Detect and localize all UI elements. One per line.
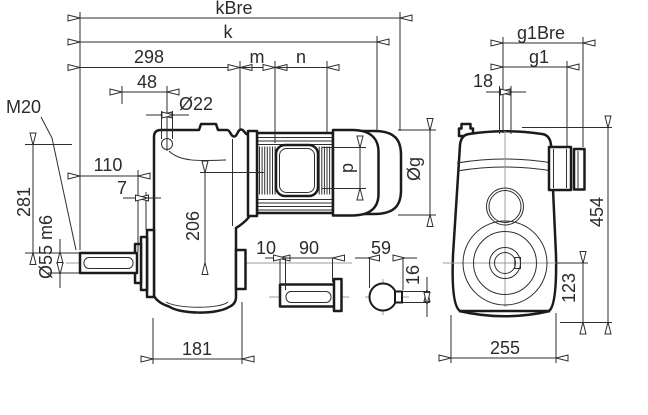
dim-label-10: 10 <box>256 238 276 258</box>
dim-298: 298 <box>67 47 253 72</box>
input-boss-outer <box>486 187 524 226</box>
dim-label-dia55: Ø55 m6 <box>36 215 56 279</box>
dim-label-181: 181 <box>182 339 212 359</box>
dim-p: p <box>322 135 366 201</box>
dim-g1bre: g1Bre <box>490 23 596 47</box>
fan-cowl <box>331 128 380 217</box>
brake-plate-end <box>572 147 586 191</box>
dim-label-kbre: kBre <box>215 0 252 18</box>
dim-g1: g1 <box>490 47 580 71</box>
dim-label-281: 281 <box>14 187 34 217</box>
side-view <box>66 122 403 314</box>
keyway-channel <box>278 283 341 308</box>
dim-label-n: n <box>296 47 306 67</box>
dim-dia55: Ø55 m6 <box>36 215 79 288</box>
keyway-slot <box>285 291 332 303</box>
dim-label-206: 206 <box>183 211 203 241</box>
motor-fin-hatch-left <box>259 146 276 195</box>
dim-label-7: 7 <box>117 178 127 198</box>
dim-7: 7 <box>117 178 161 230</box>
shaft-key <box>394 290 403 304</box>
dim-label-og: Øg <box>404 157 424 181</box>
dim-label-dia22: Ø22 <box>179 94 213 114</box>
terminal-box-lid <box>279 148 315 193</box>
dim-n: n <box>262 47 340 72</box>
dim-281: 281 <box>14 132 79 265</box>
dim-90: 90 <box>273 238 345 290</box>
dim-label-g1: g1 <box>529 47 549 67</box>
shaft-shoulder <box>332 277 343 313</box>
output-shaft-keyway <box>83 257 134 269</box>
dim-label-m20: M20 <box>6 97 41 117</box>
dim-123: 123 <box>556 251 588 335</box>
dim-m20: M20 <box>6 97 77 251</box>
motor-flange <box>246 129 259 218</box>
dim-kbre: kBre <box>67 0 413 22</box>
dim-48: 48 <box>109 72 180 151</box>
terminal-box-end <box>547 145 573 192</box>
input-boss-inner <box>488 190 522 223</box>
dim-59: 59 <box>355 238 417 290</box>
output-shaft-circle <box>494 252 516 274</box>
end-view <box>443 122 586 318</box>
dim-label-298: 298 <box>134 47 164 67</box>
dim-label-g1bre: g1Bre <box>517 23 565 43</box>
housing-rib <box>168 150 227 162</box>
dim-label-p: p <box>337 163 357 173</box>
dim-label-16: 16 <box>403 265 423 285</box>
output-keyway <box>514 257 521 269</box>
shaft-section-detail: 59 16 <box>355 238 431 317</box>
dim-label-454: 454 <box>587 197 607 227</box>
dim-dia22: Ø22 <box>146 94 213 139</box>
dim-label-18: 18 <box>473 71 493 91</box>
keyway-side-detail: 10 90 <box>256 238 349 313</box>
terminal-box <box>274 143 320 198</box>
dim-18: 18 <box>473 71 526 134</box>
output-shaft <box>78 251 139 275</box>
dim-110: 110 <box>67 155 151 252</box>
dim-255: 255 <box>438 313 569 363</box>
shaft-section-circle <box>368 282 398 312</box>
dim-label-123: 123 <box>559 273 579 303</box>
dim-10: 10 <box>256 238 291 283</box>
output-bearing-ring <box>473 231 537 295</box>
dim-label-90: 90 <box>299 238 319 258</box>
dim-206: 206 <box>183 160 264 275</box>
dim-label-m: m <box>250 47 265 67</box>
end-dimensions: g1Bre g1 18 454 123 255 <box>438 23 612 363</box>
dim-label-k: k <box>224 22 234 42</box>
side-dimensions: kBre k 298 m n 48 Ø22 <box>6 0 436 364</box>
dim-label-110: 110 <box>94 155 123 175</box>
dim-m: m <box>227 47 288 72</box>
dim-k: k <box>67 22 390 46</box>
dim-181: 181 <box>140 302 255 364</box>
dim-label-48: 48 <box>137 72 157 92</box>
dim-16: 16 <box>403 265 431 317</box>
housing-inner-arc <box>165 301 229 308</box>
end-foot-arc <box>458 309 551 318</box>
right-bearing-boss <box>234 248 247 291</box>
dim-og: Øg <box>398 118 436 227</box>
output-boss <box>462 220 548 306</box>
dim-label-255: 255 <box>490 338 520 358</box>
dim-label-59: 59 <box>371 238 391 258</box>
